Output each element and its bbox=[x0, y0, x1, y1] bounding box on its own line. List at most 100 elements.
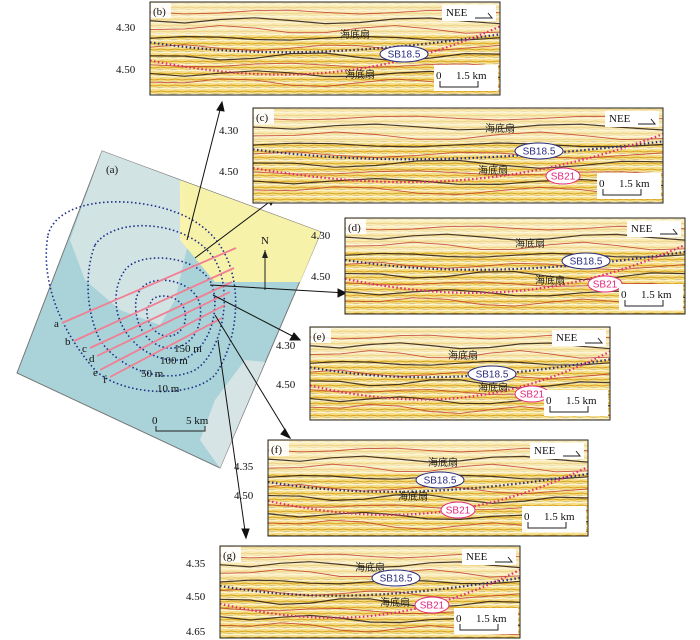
contour-50m bbox=[87, 225, 226, 377]
scale-zero: 0 bbox=[436, 70, 442, 82]
direction-label: NEE bbox=[534, 445, 556, 457]
line-label-b: b bbox=[65, 336, 71, 348]
line-label-e: e bbox=[93, 367, 98, 379]
sb21-label: SB21 bbox=[420, 601, 445, 612]
sb21-label: SB21 bbox=[446, 506, 471, 517]
map-scale-unit: 5 km bbox=[186, 415, 209, 427]
north-label: N bbox=[261, 235, 269, 247]
seismic-reflector bbox=[149, 9, 501, 15]
sb18-5-tag-ellipse bbox=[379, 45, 429, 63]
depth-tick-label: 4.50 bbox=[311, 271, 331, 283]
seismic-reflector bbox=[149, 17, 501, 25]
arrow-to-f-head bbox=[280, 428, 292, 440]
seismic-reflector bbox=[309, 360, 611, 366]
seismic-reflector bbox=[344, 241, 686, 251]
depth-tick-label: 4.50 bbox=[234, 490, 254, 502]
contour-label-100: 100 m bbox=[160, 355, 188, 367]
panel-label-bg bbox=[346, 219, 366, 234]
fan-label-upper: 海底扇 bbox=[515, 237, 545, 250]
direction-arrow-icon bbox=[638, 118, 657, 125]
fan-label-upper: 海底扇 bbox=[428, 456, 458, 469]
sb18-5-tag-ellipse bbox=[415, 471, 465, 489]
sb21-tag-ellipse bbox=[440, 501, 476, 519]
seismic-reflector bbox=[219, 568, 521, 578]
seismic-reflector bbox=[252, 142, 664, 148]
fan-label-lower: 海底扇 bbox=[478, 164, 508, 177]
panel-label: (d) bbox=[348, 222, 361, 234]
scale-zero: 0 bbox=[599, 178, 605, 190]
sb21-tag-ellipse bbox=[545, 167, 581, 185]
seismic-reflector bbox=[219, 579, 521, 585]
sb18-5-horizon bbox=[267, 472, 589, 493]
panel-border bbox=[309, 326, 611, 421]
map-scale-line bbox=[155, 426, 206, 432]
panel-label: (c) bbox=[256, 112, 269, 124]
sb21-horizon bbox=[252, 133, 664, 184]
scale-unit: 1.5 km bbox=[641, 289, 672, 301]
scale-bar bbox=[439, 81, 479, 88]
section-lines bbox=[61, 247, 237, 378]
panel-label: (f) bbox=[271, 444, 282, 456]
fan-label-lower: 海底扇 bbox=[380, 596, 410, 609]
sb21-label: SB21 bbox=[551, 172, 576, 183]
seismic-reflector bbox=[149, 35, 501, 41]
fan-label-lower: 海底扇 bbox=[535, 274, 565, 287]
fan-label-upper: 海底扇 bbox=[485, 122, 515, 135]
section-line-e bbox=[99, 304, 226, 371]
seismic-reflector bbox=[344, 281, 686, 287]
panel-border bbox=[149, 1, 501, 96]
panel-label-bg bbox=[269, 441, 289, 456]
location-map: (a) a b c d e f 150 m 100 m 50 m 10 m N … bbox=[16, 150, 322, 469]
arrow-to-g-head bbox=[241, 528, 250, 540]
section-line-a bbox=[61, 247, 237, 324]
panel-label: (g) bbox=[223, 550, 236, 562]
seismic-reflector bbox=[309, 369, 611, 380]
sb21-tag-ellipse bbox=[414, 596, 450, 614]
direction-box bbox=[552, 330, 606, 346]
seismic-reflector bbox=[267, 494, 589, 504]
section-line-c bbox=[89, 281, 233, 349]
arrow-to-b-head bbox=[216, 100, 225, 112]
direction-box bbox=[530, 443, 584, 459]
sb21-horizon bbox=[149, 25, 501, 76]
seismic-reflector bbox=[252, 115, 664, 121]
panel-label: (b) bbox=[153, 6, 166, 18]
direction-label: NEE bbox=[446, 7, 468, 19]
direction-arrow-icon bbox=[495, 556, 514, 563]
scale-unit: 1.5 km bbox=[456, 70, 487, 82]
sb18-5-label: SB18.5 bbox=[380, 574, 413, 585]
seismic-reflector bbox=[344, 261, 686, 271]
direction-label: NEE bbox=[609, 113, 631, 125]
depth-tick-label: 4.50 bbox=[186, 591, 206, 603]
scale-unit: 1.5 km bbox=[619, 178, 650, 190]
north-arrow-head bbox=[262, 250, 268, 258]
direction-arrow-icon bbox=[475, 12, 494, 19]
panel-border bbox=[252, 107, 664, 204]
contour-label-50: 50 m bbox=[141, 368, 164, 380]
seismic-reflector bbox=[149, 62, 501, 68]
arrow-to-b bbox=[186, 101, 223, 241]
seismic-reflector bbox=[149, 25, 501, 34]
fan-label-upper: 海底扇 bbox=[448, 349, 478, 362]
contour-label-10: 10 m bbox=[157, 383, 180, 395]
fan-label-upper: 海底扇 bbox=[340, 28, 370, 41]
scale-unit: 1.5 km bbox=[544, 511, 575, 523]
panel-border bbox=[344, 217, 686, 315]
scale-zero: 0 bbox=[621, 289, 627, 301]
depth-tick-label: 4.30 bbox=[311, 230, 331, 242]
seismic-reflector bbox=[252, 177, 664, 187]
fan-label-lower: 海底扇 bbox=[398, 490, 428, 503]
map-scale-zero: 0 bbox=[152, 415, 158, 427]
north-arrow: N bbox=[261, 235, 269, 290]
depth-tick-label: 4.65 bbox=[186, 626, 206, 638]
panel-upper-tone bbox=[150, 2, 500, 35]
line-label-a: a bbox=[54, 318, 59, 330]
sb18-5-tag-ellipse bbox=[514, 142, 564, 160]
